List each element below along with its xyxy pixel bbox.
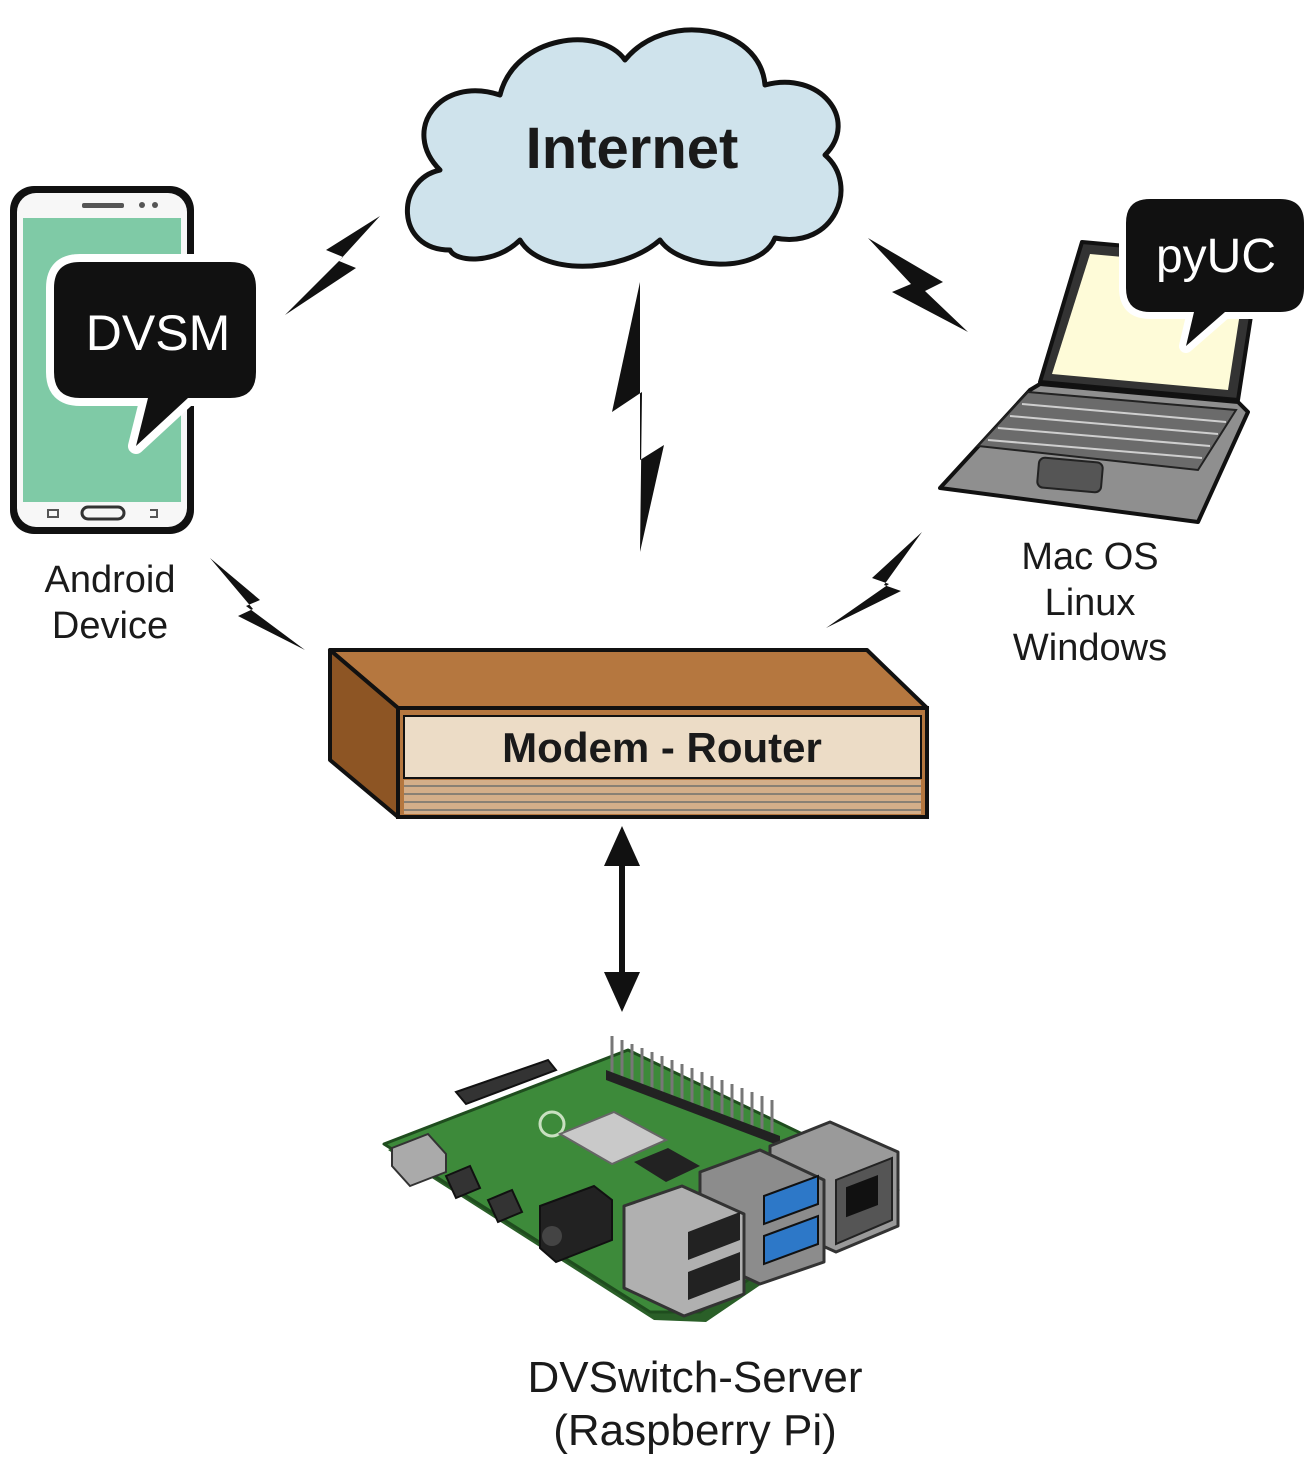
pi-gpio-header — [610, 1036, 774, 1140]
android-device-label: Android Device — [10, 558, 210, 649]
lightning-icon — [612, 282, 664, 552]
server-label: DVSwitch-Server (Raspberry Pi) — [470, 1352, 920, 1458]
pyuc-bubble: pyUC — [1119, 192, 1307, 353]
lightning-icon — [285, 216, 380, 315]
server-label-line2: (Raspberry Pi) — [553, 1405, 837, 1455]
router-top — [328, 648, 929, 710]
server-label-line1: DVSwitch-Server — [527, 1353, 863, 1402]
router-label: Modem - Router — [502, 724, 822, 771]
phone-camera — [139, 202, 145, 208]
dvsm-label: DVSM — [86, 305, 230, 361]
phone-sensor — [152, 202, 158, 208]
double-arrow-icon — [604, 826, 640, 1012]
pi-ram-chip — [634, 1148, 700, 1182]
android-label-line2: Device — [51, 604, 169, 647]
pi-hdmi-port — [444, 1164, 482, 1200]
internet-label: Internet — [526, 116, 739, 181]
cloud-icon: Internet — [405, 27, 844, 269]
phone-menu-key — [47, 509, 59, 518]
pi-hdmi-port — [486, 1188, 524, 1224]
pi-logo — [538, 1110, 566, 1138]
lightning-icon — [868, 238, 968, 332]
router-front-panel — [403, 715, 922, 779]
lightning-icon — [826, 532, 922, 628]
lightning-icon — [210, 558, 305, 650]
cloud-shape — [405, 27, 844, 269]
pi-usb2-ports — [622, 1184, 746, 1318]
os-label-linux: Linux — [1044, 581, 1136, 624]
pi-cpu — [557, 1110, 669, 1166]
phone-home-button — [80, 505, 126, 521]
pyuc-label: pyUC — [1156, 230, 1276, 283]
os-label-windows: Windows — [1012, 627, 1168, 670]
computer-os-label: Mac OS Linux Windows — [975, 535, 1205, 672]
android-label-line1: Android — [44, 559, 176, 601]
router-icon: Modem - Router — [328, 648, 929, 819]
phone-back-key — [150, 509, 158, 518]
raspberry-pi-icon — [382, 1036, 900, 1322]
laptop-keys — [987, 403, 1227, 459]
laptop-touchpad — [1036, 456, 1104, 494]
pi-power-port — [391, 1132, 447, 1188]
pi-display-connector — [454, 1058, 558, 1106]
os-label-macos: Mac OS — [1021, 536, 1159, 578]
laptop-keyboard — [975, 390, 1238, 472]
phone-speaker — [82, 203, 124, 208]
dvsm-bubble: DVSM — [46, 254, 264, 454]
